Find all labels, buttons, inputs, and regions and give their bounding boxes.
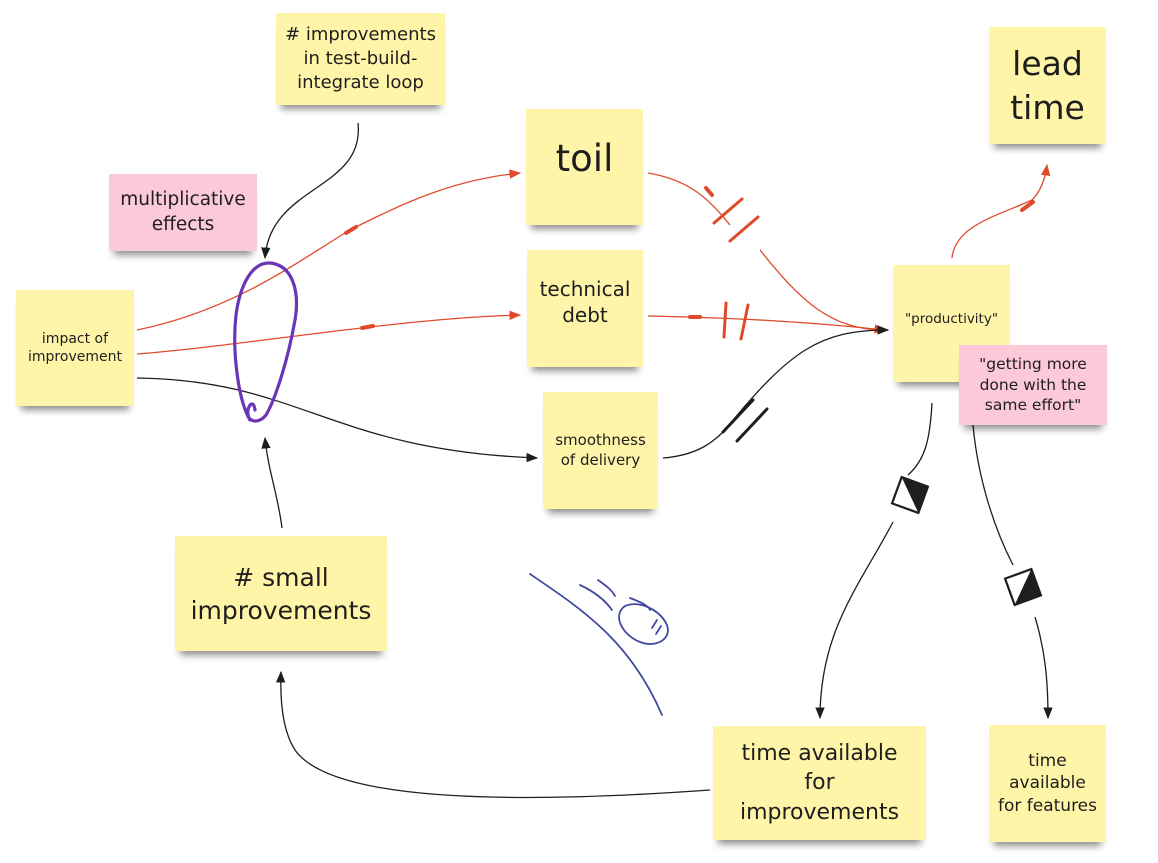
note-getting-more-done[interactable]: "getting more done with the same effort" <box>959 345 1107 425</box>
link-loop-note-to-loop[interactable] <box>261 122 359 260</box>
link-toil-to-productivity[interactable] <box>647 172 731 226</box>
note-technical-debt[interactable]: technical debt <box>527 250 643 367</box>
half-filled-square-icon <box>890 475 930 515</box>
red-dash-accents <box>344 186 1035 330</box>
reinforcing-loop-icon <box>233 261 298 423</box>
note-time-for-features[interactable]: time available for features <box>989 725 1106 842</box>
note-multiplicative-effects[interactable]: multiplicative effects <box>109 174 257 251</box>
note-time-for-improvements[interactable]: time available for improvements <box>713 726 926 840</box>
note-small-improvements[interactable]: # small improvements <box>175 536 387 651</box>
link-small-improvements-to-loop[interactable] <box>261 436 283 529</box>
note-lead-time[interactable]: lead time <box>989 27 1106 144</box>
link-productivity-to-time-improvements[interactable] <box>820 402 933 718</box>
link-impact-to-smoothness[interactable] <box>136 377 539 463</box>
link-productivity-to-lead-time[interactable] <box>951 163 1051 259</box>
link-productivity-to-time-features[interactable] <box>972 424 1048 718</box>
link-debt-to-productivity[interactable] <box>647 315 887 334</box>
note-smoothness-of-delivery[interactable]: smoothness of delivery <box>543 392 658 509</box>
link-time-improvements-to-small-improvements[interactable] <box>275 670 711 799</box>
delay-mark-icon <box>712 197 760 243</box>
note-toil[interactable]: toil <box>526 109 643 225</box>
link-smoothness-to-productivity[interactable] <box>662 325 890 459</box>
note-impact-of-improvement[interactable]: impact of improvement <box>16 290 134 406</box>
link-toil-merge[interactable] <box>759 249 886 331</box>
delay-mark-icon <box>722 301 750 341</box>
note-improvements-loop[interactable]: # improvements in test-build- integrate … <box>276 13 445 105</box>
link-impact-to-tech-debt[interactable] <box>136 310 522 355</box>
half-filled-square-icon <box>1003 567 1043 607</box>
snowball-sketch-icon <box>529 573 669 716</box>
